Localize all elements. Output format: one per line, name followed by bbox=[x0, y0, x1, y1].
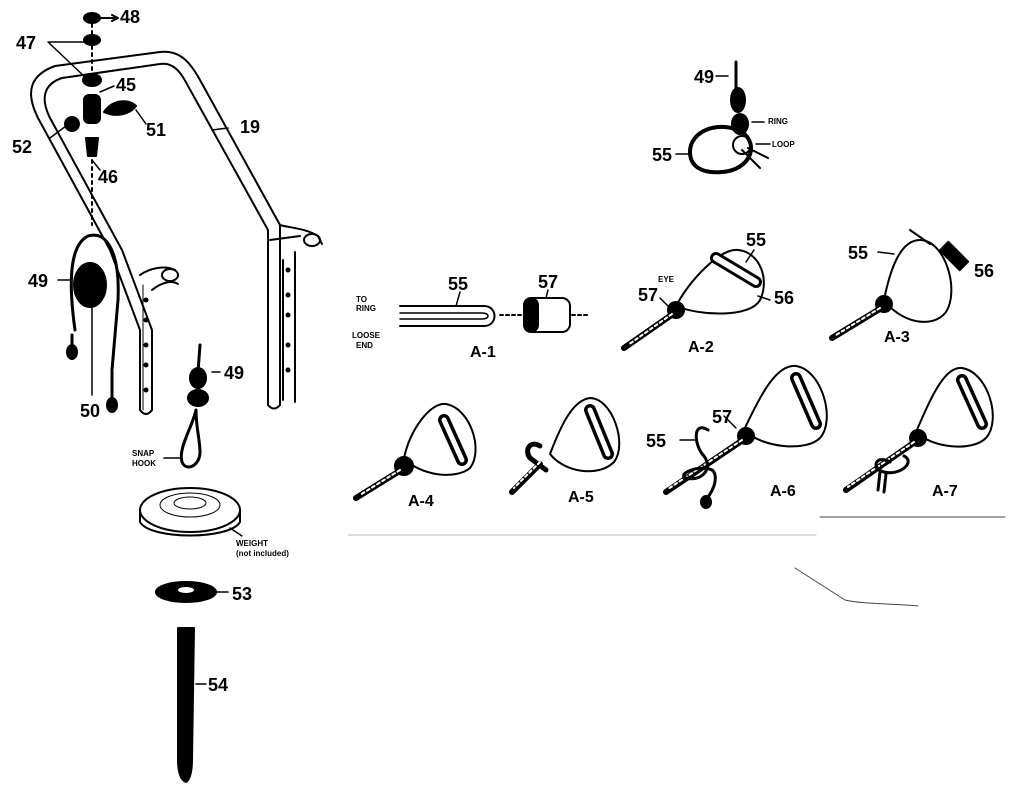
step-label-a4: A-4 bbox=[408, 493, 434, 510]
step-a1-drawing bbox=[399, 289, 591, 333]
rope-assembly-49 bbox=[57, 233, 120, 413]
step-a7-drawing bbox=[843, 366, 994, 494]
callout-56-a3: 56 bbox=[974, 261, 995, 281]
callout-51: 51 bbox=[146, 120, 167, 140]
callout-55-top: 55 bbox=[652, 145, 673, 165]
callout-50: 50 bbox=[80, 401, 101, 421]
label-eye: EYE bbox=[658, 275, 675, 284]
callout-46: 46 bbox=[98, 167, 119, 187]
label-to-ring-line1: TO bbox=[356, 295, 367, 304]
callout-56-a2: 56 bbox=[774, 288, 795, 308]
callout-19: 19 bbox=[240, 117, 261, 137]
step-label-a1: A-1 bbox=[470, 344, 496, 361]
callout-55-a3: 55 bbox=[848, 243, 869, 263]
label-loose-end-line1: LOOSE bbox=[352, 331, 381, 340]
callout-57-a1: 57 bbox=[538, 272, 559, 292]
label-weight-line1: WEIGHT bbox=[236, 539, 268, 548]
step-label-a3: A-3 bbox=[884, 329, 910, 346]
callout-49-mid: 49 bbox=[224, 363, 245, 383]
label-ring: RING bbox=[768, 117, 788, 126]
callout-49-left: 49 bbox=[28, 271, 49, 291]
callout-49-top: 49 bbox=[694, 67, 715, 87]
step-a5-drawing bbox=[509, 397, 621, 495]
callout-57-a2: 57 bbox=[638, 285, 659, 305]
step-a3-drawing bbox=[829, 229, 970, 341]
callout-55-a1: 55 bbox=[448, 274, 469, 294]
callout-55-a2: 55 bbox=[746, 230, 767, 250]
post-54 bbox=[177, 627, 207, 783]
label-weight-line2: (not included) bbox=[236, 549, 289, 558]
step-label-a7: A-7 bbox=[932, 483, 958, 500]
step-label-a2: A-2 bbox=[688, 339, 714, 356]
callout-55-a6: 55 bbox=[646, 431, 667, 451]
label-snap-hook-line2: HOOK bbox=[132, 459, 156, 468]
washer-53 bbox=[155, 581, 229, 603]
callout-54: 54 bbox=[208, 675, 229, 695]
label-to-ring-line2: RING bbox=[356, 304, 376, 313]
callout-45: 45 bbox=[116, 75, 137, 95]
step-a6-drawing bbox=[663, 364, 828, 509]
step-a4-drawing bbox=[353, 402, 477, 501]
scan-artifacts bbox=[347, 516, 1006, 607]
weight-disc bbox=[139, 487, 243, 537]
callout-48: 48 bbox=[120, 7, 141, 27]
step-a2-drawing bbox=[621, 248, 771, 351]
step-label-a5: A-5 bbox=[568, 489, 594, 506]
callout-52: 52 bbox=[12, 137, 33, 157]
callout-57-a6: 57 bbox=[712, 407, 733, 427]
label-snap-hook-line1: SNAP bbox=[132, 449, 155, 458]
label-loose-end-line2: END bbox=[356, 341, 373, 350]
frame-tube-19 bbox=[30, 50, 323, 415]
callout-47: 47 bbox=[16, 33, 37, 53]
step-label-a6: A-6 bbox=[770, 483, 796, 500]
hardware-stack bbox=[47, 12, 229, 226]
label-loop: LOOP bbox=[772, 140, 795, 149]
ring-loop-detail bbox=[675, 60, 771, 175]
callout-53: 53 bbox=[232, 584, 253, 604]
rope-snaphook-49 bbox=[163, 343, 221, 469]
